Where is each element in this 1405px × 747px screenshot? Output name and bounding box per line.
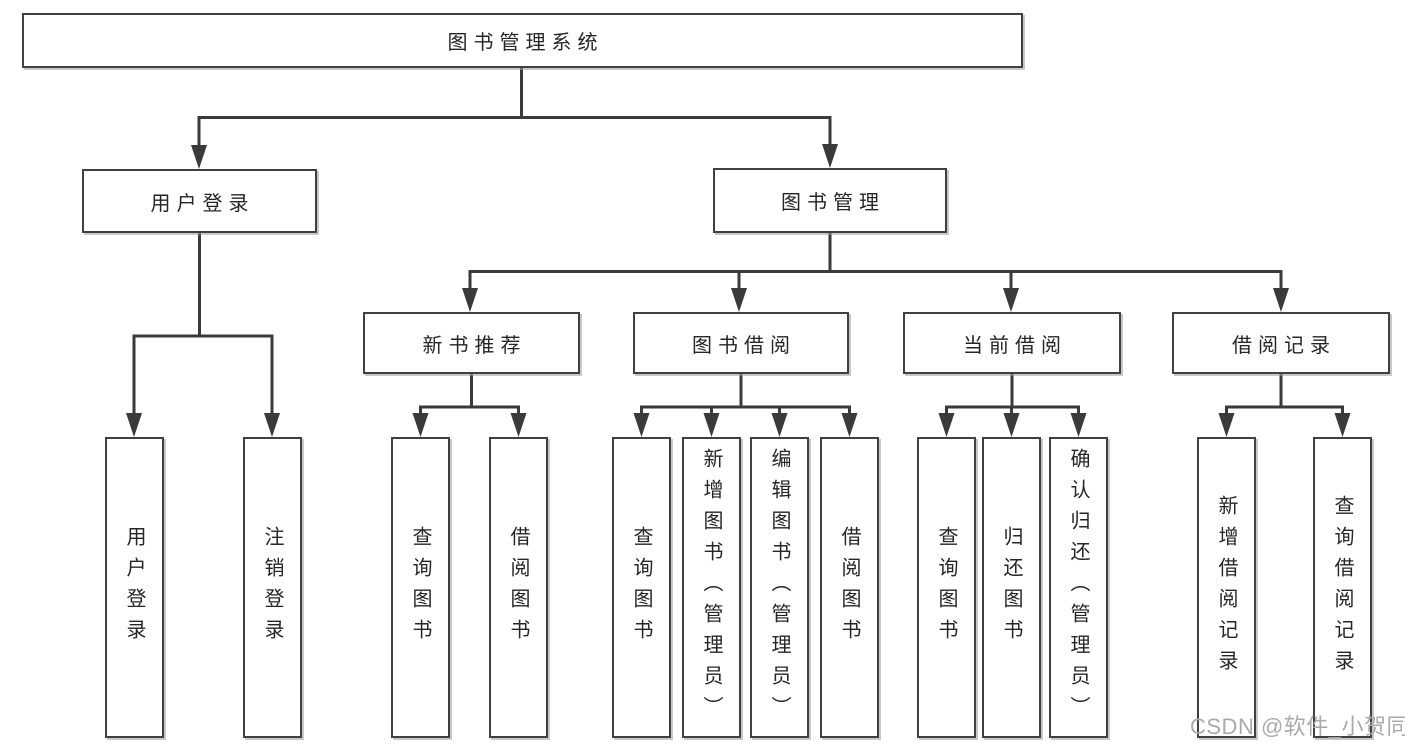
leaf-borrowing-add-books-admin: 新增图书（管理员）: [682, 437, 741, 738]
connector-book-management-children: [462, 231, 1289, 312]
leaf-borrowing-borrow-books: 借阅图书: [820, 437, 879, 738]
node-user-login: 用户登录: [82, 169, 317, 233]
node-new-book-recommend: 新书推荐: [363, 312, 580, 374]
connector-new-book-recommend-children: [412, 372, 527, 437]
leaf-current-return-books: 归还图书: [982, 437, 1041, 738]
leaf-current-query-books: 查询图书: [917, 437, 976, 738]
connector-user-login-children: [126, 231, 280, 437]
node-book-management: 图书管理: [713, 168, 947, 233]
node-library-management-system: 图书管理系统: [22, 13, 1023, 68]
leaf-records-query-record: 查询借阅记录: [1313, 437, 1372, 738]
node-current-borrowing: 当前借阅: [903, 312, 1121, 374]
connector-root-to-level2: [191, 66, 838, 169]
node-book-borrowing: 图书借阅: [633, 312, 849, 374]
leaf-borrowing-edit-books-admin: 编辑图书（管理员）: [750, 437, 809, 738]
connector-current-borrowing-children: [938, 372, 1087, 437]
node-borrowing-records: 借阅记录: [1172, 312, 1390, 374]
leaf-logout: 注销登录: [243, 437, 302, 738]
leaf-records-add-record: 新增借阅记录: [1197, 437, 1256, 738]
csdn-watermark: CSDN @软件_小贺同学: [1190, 714, 1405, 739]
connector-book-borrowing-children: [633, 372, 858, 437]
leaf-borrowing-query-books: 查询图书: [612, 437, 671, 738]
leaf-recommend-borrow-books: 借阅图书: [489, 437, 548, 738]
leaf-current-confirm-return-admin: 确认归还（管理员）: [1049, 437, 1108, 738]
leaf-recommend-query-books: 查询图书: [391, 437, 450, 738]
leaf-user-login: 用户登录: [105, 437, 164, 738]
connector-borrowing-records-children: [1218, 372, 1351, 437]
